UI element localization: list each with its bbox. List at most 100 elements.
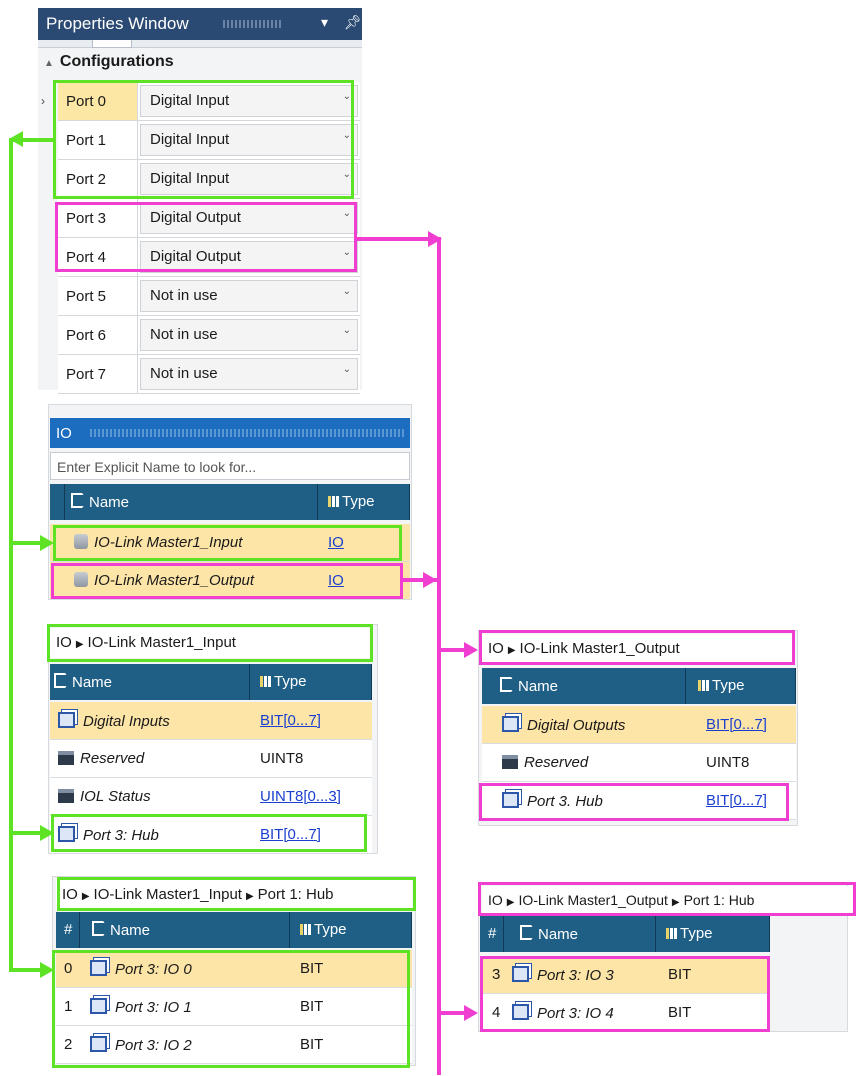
port-row[interactable]: Port 3 Digital Output⌄ [58,199,360,238]
table-row[interactable]: 0 Port 3: IO 0 BIT [56,950,412,988]
table-row[interactable]: IOL Status UINT8[0...3] [50,778,372,816]
table-row[interactable]: 3 Port 3: IO 3 BIT [482,956,770,994]
type-link[interactable]: BIT[0...7] [706,792,767,809]
breadcrumb-item[interactable]: Port 1: Hub [257,886,334,903]
chevron-down-icon[interactable]: ⌄ [342,247,351,258]
row-name: Reserved [524,754,589,771]
header-gutter [50,484,65,520]
chevron-down-icon[interactable]: ⌄ [342,208,351,219]
type-link[interactable]: IO [328,572,344,589]
configurations-section-header[interactable]: ▲Configurations [44,53,174,71]
properties-window-titlebar: Properties Window ▾ 📌︎ [38,8,362,40]
type-link[interactable]: BIT[0...7] [260,826,321,843]
input-ports-highlight [53,80,354,199]
port-label: Port 5 [58,277,138,315]
chevron-down-icon[interactable]: ⌄ [342,286,351,297]
port-label: Port 0 [58,82,138,120]
table-row[interactable]: Digital Inputs BIT[0...7] [50,702,372,740]
breadcrumb-item[interactable]: IO-Link Master1_Input [87,634,236,651]
table-row[interactable]: Digital Outputs BIT[0...7] [482,706,796,744]
column-header-label: Type [314,921,347,938]
column-header-name[interactable]: Name [82,912,290,948]
type-link[interactable]: UINT8[0...3] [260,788,341,805]
row-name: IOL Status [80,788,151,805]
column-header-number[interactable]: # [56,912,80,948]
bit-array-icon [58,826,75,842]
chevron-down-icon[interactable]: ⌄ [342,91,351,102]
column-header-label: Type [680,925,713,942]
port-mode-select[interactable]: Not in use⌄ [140,358,358,390]
port-row[interactable]: Port 2 Digital Input⌄ [58,160,360,199]
breadcrumb-item[interactable]: IO [488,892,503,908]
port-mode-select[interactable]: Not in use⌄ [140,280,358,312]
column-header-name[interactable]: Name [506,916,656,952]
bar-chart-icon [698,680,709,691]
port-label: Port 1 [58,121,138,159]
type-value: UINT8 [260,750,304,767]
column-header-name[interactable]: Name [482,668,686,704]
column-header-type[interactable]: Type [292,912,412,948]
column-header-name[interactable]: Name [67,484,318,520]
dropdown-icon[interactable]: ▾ [321,14,329,30]
breadcrumb-item[interactable]: IO [56,634,72,651]
row-name: IO 0 [163,961,192,978]
breadcrumb-item[interactable]: IO [488,640,504,657]
type-link[interactable]: BIT[0...7] [260,712,321,729]
table-row[interactable]: IO-Link Master1_Input IO [50,524,410,562]
current-row-marker-icon: › [41,94,45,108]
port-mode-select[interactable]: Digital Output⌄ [140,241,358,273]
breadcrumb-item[interactable]: IO-Link Master1_Output [518,892,668,908]
table-row[interactable]: 2 Port 3: IO 2 BIT [56,1026,412,1064]
input-breadcrumb: IO▶IO-Link Master1_Input [50,628,372,658]
chevron-down-icon[interactable]: ⌄ [342,169,351,180]
column-header-type[interactable]: Type [252,664,372,700]
table-row[interactable]: Port 3. Hub BIT[0...7] [482,782,796,820]
column-header-name[interactable]: Name [50,664,250,700]
breadcrumb-item[interactable]: Port 1: Hub [683,892,755,908]
input-connector-line [9,968,43,972]
titlebar-grip [90,429,404,437]
io-search-input[interactable]: Enter Explicit Name to look for... [50,452,410,480]
row-number: 2 [64,1036,73,1053]
table-row[interactable]: IO-Link Master1_Output IO [50,562,410,600]
column-header-type[interactable]: Type [320,484,410,520]
port-row[interactable]: Port 6 Not in use⌄ [58,316,360,355]
port-row[interactable]: Port 1 Digital Input⌄ [58,121,360,160]
column-header-type[interactable]: Type [688,668,796,704]
chevron-down-icon[interactable]: ⌄ [342,325,351,336]
table-row[interactable]: Port 3: Hub BIT[0...7] [50,816,372,854]
table-row[interactable]: 1 Port 3: IO 1 BIT [56,988,412,1026]
port-row[interactable]: Port 7 Not in use⌄ [58,355,360,394]
port-row[interactable]: Port 5 Not in use⌄ [58,277,360,316]
type-value: BIT [668,966,692,983]
breadcrumb-item[interactable]: IO [62,886,78,903]
byte-icon [502,755,518,769]
port-row[interactable]: Port 0 Digital Input⌄ [58,82,360,121]
pin-icon[interactable]: 📌︎ [344,14,362,30]
port-mode-select[interactable]: Digital Input⌄ [140,163,358,195]
chevron-down-icon[interactable]: ⌄ [342,130,351,141]
port-mode-select[interactable]: Digital Input⌄ [140,124,358,156]
type-link[interactable]: BIT[0...7] [706,716,767,733]
type-link[interactable]: IO [328,534,344,551]
output-table-header: Name Type [482,668,796,704]
column-header-number[interactable]: # [480,916,504,952]
input-hub-breadcrumb: IO▶IO-Link Master1_Input▶Port 1: Hub [56,880,412,910]
breadcrumb-separator-icon: ▶ [245,891,254,902]
table-row[interactable]: Reserved UINT8 [482,744,796,782]
port-label: Port 2 [58,160,138,198]
table-row[interactable]: Reserved UINT8 [50,740,372,778]
tag-icon [92,921,108,936]
collapse-triangle-icon[interactable]: ▲ [44,58,54,69]
arrow-right-icon [423,572,437,588]
breadcrumb-item[interactable]: IO-Link Master1_Output [519,640,680,657]
port-label: Port 4 [58,238,138,276]
chevron-down-icon[interactable]: ⌄ [342,364,351,375]
properties-tab[interactable] [92,40,132,48]
column-header-type[interactable]: Type [658,916,770,952]
port-mode-select[interactable]: Not in use⌄ [140,319,358,351]
breadcrumb-item[interactable]: IO-Link Master1_Input [93,886,242,903]
output-hub-breadcrumb: IO▶IO-Link Master1_Output▶Port 1: Hub [482,886,858,916]
bit-array-icon [90,1036,107,1052]
port-mode-select[interactable]: Digital Input⌄ [140,85,358,117]
